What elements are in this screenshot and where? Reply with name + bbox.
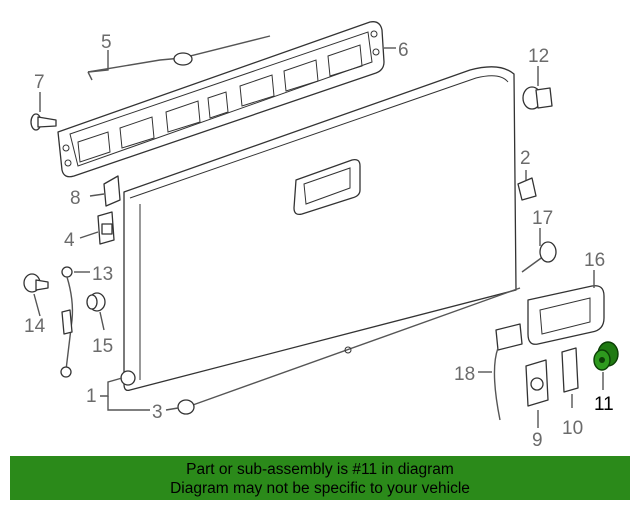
- part-14-bolt: [23, 273, 49, 293]
- parts-diagram: 5 6 7 12 2 8 4 17 16 13 14 15 1 3 18 9 1…: [23, 21, 619, 451]
- banner-line-2: Diagram may not be specific to your vehi…: [170, 480, 470, 497]
- part-15-bumper: [86, 292, 106, 312]
- callout-3: 3: [152, 402, 163, 423]
- part-7-bolt: [30, 113, 57, 131]
- part-13-strap: [60, 266, 74, 378]
- callout-10: 10: [562, 418, 583, 439]
- part-3-rod: [177, 287, 521, 415]
- callout-9: 9: [532, 430, 543, 451]
- callout-12: 12: [528, 46, 549, 67]
- callout-11: 11: [594, 394, 614, 415]
- part-18-harness: [493, 323, 523, 421]
- leader-lines: [33, 47, 604, 428]
- callout-14: 14: [24, 316, 46, 337]
- callout-16: 16: [584, 250, 605, 271]
- callout-17: 17: [532, 208, 553, 229]
- callout-labels: 5 6 7 12 2 8 4 17 16 13 14 15 1 3 18 9 1…: [24, 32, 614, 451]
- part-8-bracket: [103, 175, 121, 207]
- callout-15: 15: [92, 336, 113, 357]
- callout-18: 18: [454, 364, 475, 385]
- banner-line-1: Part or sub-assembly is #11 in diagram: [186, 461, 454, 478]
- callout-2: 2: [520, 148, 531, 169]
- part-17-rod-clip: [521, 241, 557, 273]
- callout-1: 1: [86, 386, 97, 407]
- part-11-highlighted: [593, 341, 619, 371]
- part-16-handle: [527, 285, 605, 345]
- part-10-bracket: [561, 347, 579, 393]
- part-9-striker: [525, 359, 549, 407]
- part-2-clip: [517, 177, 537, 201]
- callout-4: 4: [64, 230, 75, 251]
- tailgate-body: [120, 66, 517, 392]
- part-12-fastener: [522, 86, 553, 110]
- part-5-release-cable: [87, 35, 271, 81]
- callout-13: 13: [92, 264, 113, 285]
- callout-8: 8: [70, 188, 81, 209]
- callout-5: 5: [101, 32, 112, 53]
- callout-6: 6: [398, 40, 409, 61]
- part-6-applique-panel: [57, 21, 385, 178]
- part-4-latch: [97, 211, 115, 245]
- info-banner: Part or sub-assembly is #11 in diagram D…: [10, 456, 630, 500]
- callout-7: 7: [34, 72, 45, 93]
